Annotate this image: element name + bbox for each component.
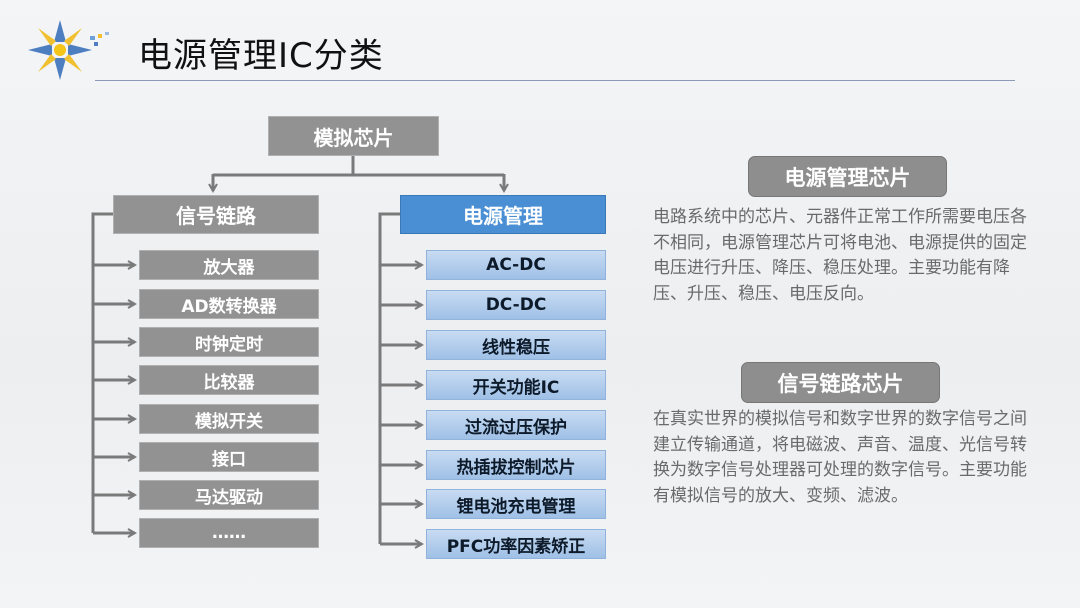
- page-title: 电源管理IC分类: [138, 36, 384, 76]
- signal-item: AD数转换器: [139, 289, 319, 319]
- power-item: 热插拔控制芯片: [426, 450, 606, 480]
- info-label-power: 电源管理芯片: [748, 156, 947, 197]
- signal-item-label: ……: [212, 523, 246, 543]
- signal-item-label: 接口: [212, 449, 246, 470]
- signal-item-label: 马达驱动: [195, 487, 263, 508]
- signal-item: 马达驱动: [139, 480, 319, 510]
- signal-item-label: 放大器: [203, 257, 255, 278]
- root-node: 模拟芯片: [268, 116, 439, 156]
- signal-item-label: AD数转换器: [181, 296, 277, 317]
- signal-trunk: [91, 212, 113, 533]
- info-label-text: 信号链路芯片: [777, 371, 904, 396]
- power-item-label: PFC功率因素矫正: [446, 536, 586, 557]
- title-divider: [95, 80, 1015, 81]
- signal-item: 模拟开关: [139, 404, 319, 434]
- power-management-label: 电源管理: [463, 204, 543, 228]
- signal-item: 比较器: [139, 365, 319, 395]
- signal-chain-node: 信号链路: [113, 195, 319, 234]
- signal-chain-label: 信号链路: [176, 204, 256, 228]
- power-item: AC-DC: [426, 250, 606, 280]
- info-label-signal: 信号链路芯片: [741, 362, 940, 403]
- power-item: DC-DC: [426, 290, 606, 320]
- power-item: 过流过压保护: [426, 410, 606, 440]
- root-node-label: 模拟芯片: [313, 125, 394, 150]
- signal-item-label: 比较器: [203, 372, 255, 393]
- signal-item-label: 时钟定时: [195, 334, 263, 355]
- power-item-label: 线性稳压: [482, 337, 550, 358]
- signal-item: ……: [139, 518, 319, 548]
- info-text-power: 电路系统中的芯片、元器件正常工作所需要电压各不相同，电源管理芯片可将电池、电源提…: [653, 207, 1027, 304]
- signal-item: 接口: [139, 442, 319, 472]
- signal-item: 放大器: [139, 250, 319, 280]
- power-item-label: AC-DC: [486, 255, 546, 275]
- logo-star-icon: [28, 20, 109, 80]
- info-label-text: 电源管理芯片: [784, 165, 911, 190]
- power-management-node: 电源管理: [400, 195, 606, 234]
- power-item: PFC功率因素矫正: [426, 529, 606, 559]
- logo: [20, 14, 115, 82]
- power-item-label: 热插拔控制芯片: [456, 457, 576, 478]
- power-item-label: 锂电池充电管理: [456, 496, 576, 517]
- power-item-label: 过流过压保护: [465, 417, 567, 438]
- power-item-label: 开关功能IC: [472, 377, 560, 398]
- power-item-label: DC-DC: [485, 295, 547, 315]
- signal-item: 时钟定时: [139, 327, 319, 357]
- signal-item-label: 模拟开关: [195, 411, 263, 432]
- power-item: 线性稳压: [426, 330, 606, 360]
- power-item: 锂电池充电管理: [426, 489, 606, 519]
- power-trunk: [378, 212, 400, 544]
- info-text-signal: 在真实世界的模拟信号和数字世界的数字信号之间建立传输通道，将电磁波、声音、温度、…: [653, 409, 1027, 506]
- power-item: 开关功能IC: [426, 370, 606, 400]
